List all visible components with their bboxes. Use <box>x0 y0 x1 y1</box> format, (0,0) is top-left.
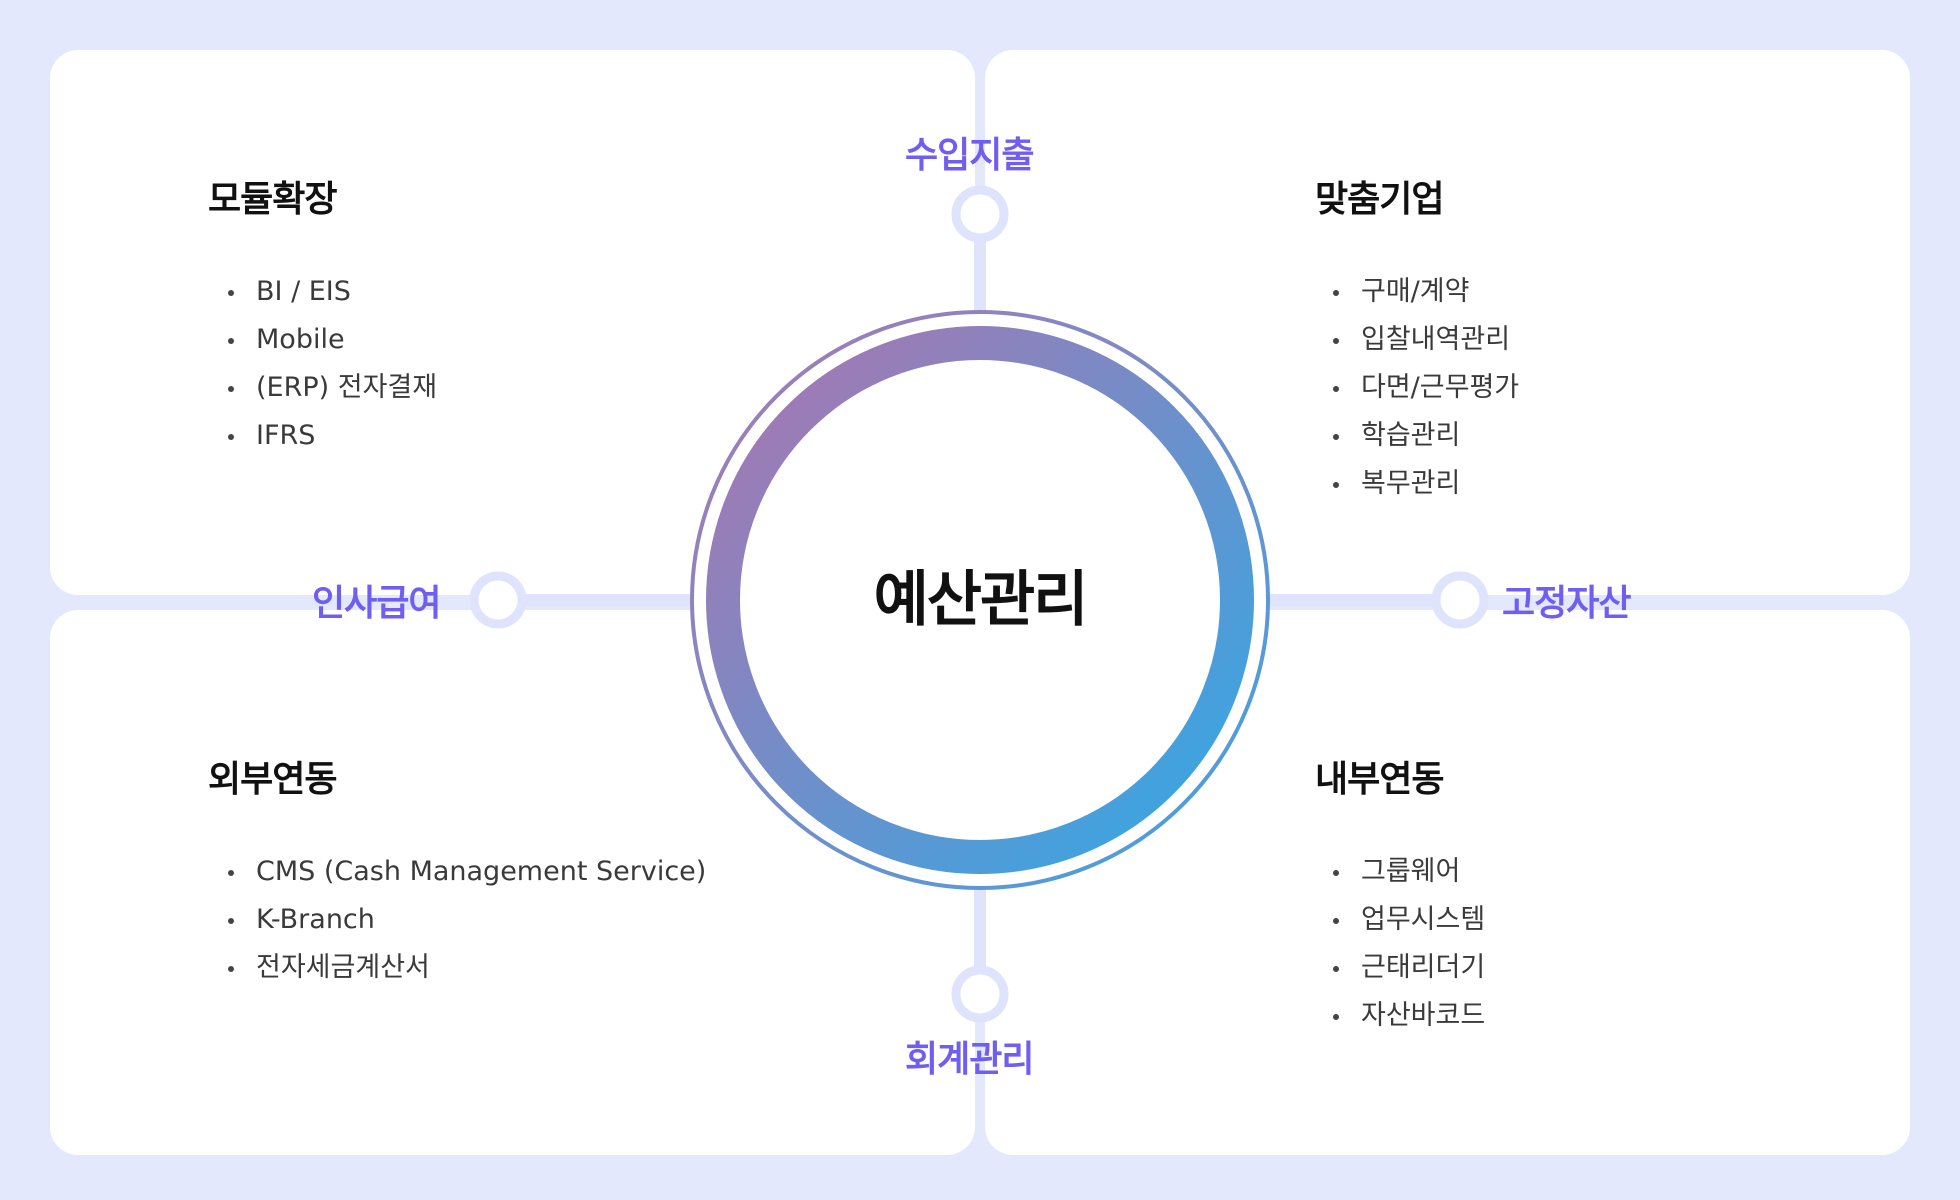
axis-label-accounting: 회계관리 <box>905 1039 1034 1080</box>
list-item: CMS (Cash Management Service) <box>220 848 706 896</box>
list-item: 그룹웨어 <box>1325 848 1485 896</box>
center-gradient-ring <box>706 326 1254 874</box>
center-title: 예산관리 <box>873 565 1089 635</box>
list-item: 입찰내역관리 <box>1325 316 1519 364</box>
list-item: 자산바코드 <box>1325 992 1485 1040</box>
panel-title: 맞춤기업 <box>1315 179 1444 220</box>
list-item: 업무시스템 <box>1325 896 1485 944</box>
list-item: 복무관리 <box>1325 460 1519 508</box>
axis-label-hr-payroll: 인사급여 <box>312 583 441 624</box>
list-item: 구매/계약 <box>1325 268 1519 316</box>
list-item: 다면/근무평가 <box>1325 364 1519 412</box>
panel-list: CMS (Cash Management Service) K-Branch 전… <box>220 848 706 992</box>
panel-title: 모듈확장 <box>208 179 337 220</box>
panel-list: BI / EIS Mobile (ERP) 전자결재 IFRS <box>220 268 437 460</box>
list-item: K-Branch <box>220 896 706 944</box>
node-right <box>1431 571 1489 629</box>
axis-label-income-expense: 수입지출 <box>905 135 1034 176</box>
list-item: IFRS <box>220 412 437 460</box>
list-item: (ERP) 전자결재 <box>220 364 437 412</box>
panel-list: 그룹웨어 업무시스템 근태리더기 자산바코드 <box>1325 848 1485 1040</box>
panel-external-integration: 외부연동 CMS (Cash Management Service) K-Bra… <box>50 610 975 1155</box>
node-left <box>469 571 527 629</box>
node-top <box>951 185 1009 243</box>
list-item: 근태리더기 <box>1325 944 1485 992</box>
panel-module-extension: 모듈확장 BI / EIS Mobile (ERP) 전자결재 IFRS <box>50 50 975 595</box>
node-bottom <box>951 965 1009 1023</box>
list-item: BI / EIS <box>220 268 437 316</box>
axis-label-fixed-assets: 고정자산 <box>1502 583 1631 624</box>
list-item: 학습관리 <box>1325 412 1519 460</box>
list-item: Mobile <box>220 316 437 364</box>
list-item: 전자세금계산서 <box>220 944 706 992</box>
panel-title: 외부연동 <box>208 759 337 800</box>
panel-title: 내부연동 <box>1315 759 1444 800</box>
panel-list: 구매/계약 입찰내역관리 다면/근무평가 학습관리 복무관리 <box>1325 268 1519 508</box>
